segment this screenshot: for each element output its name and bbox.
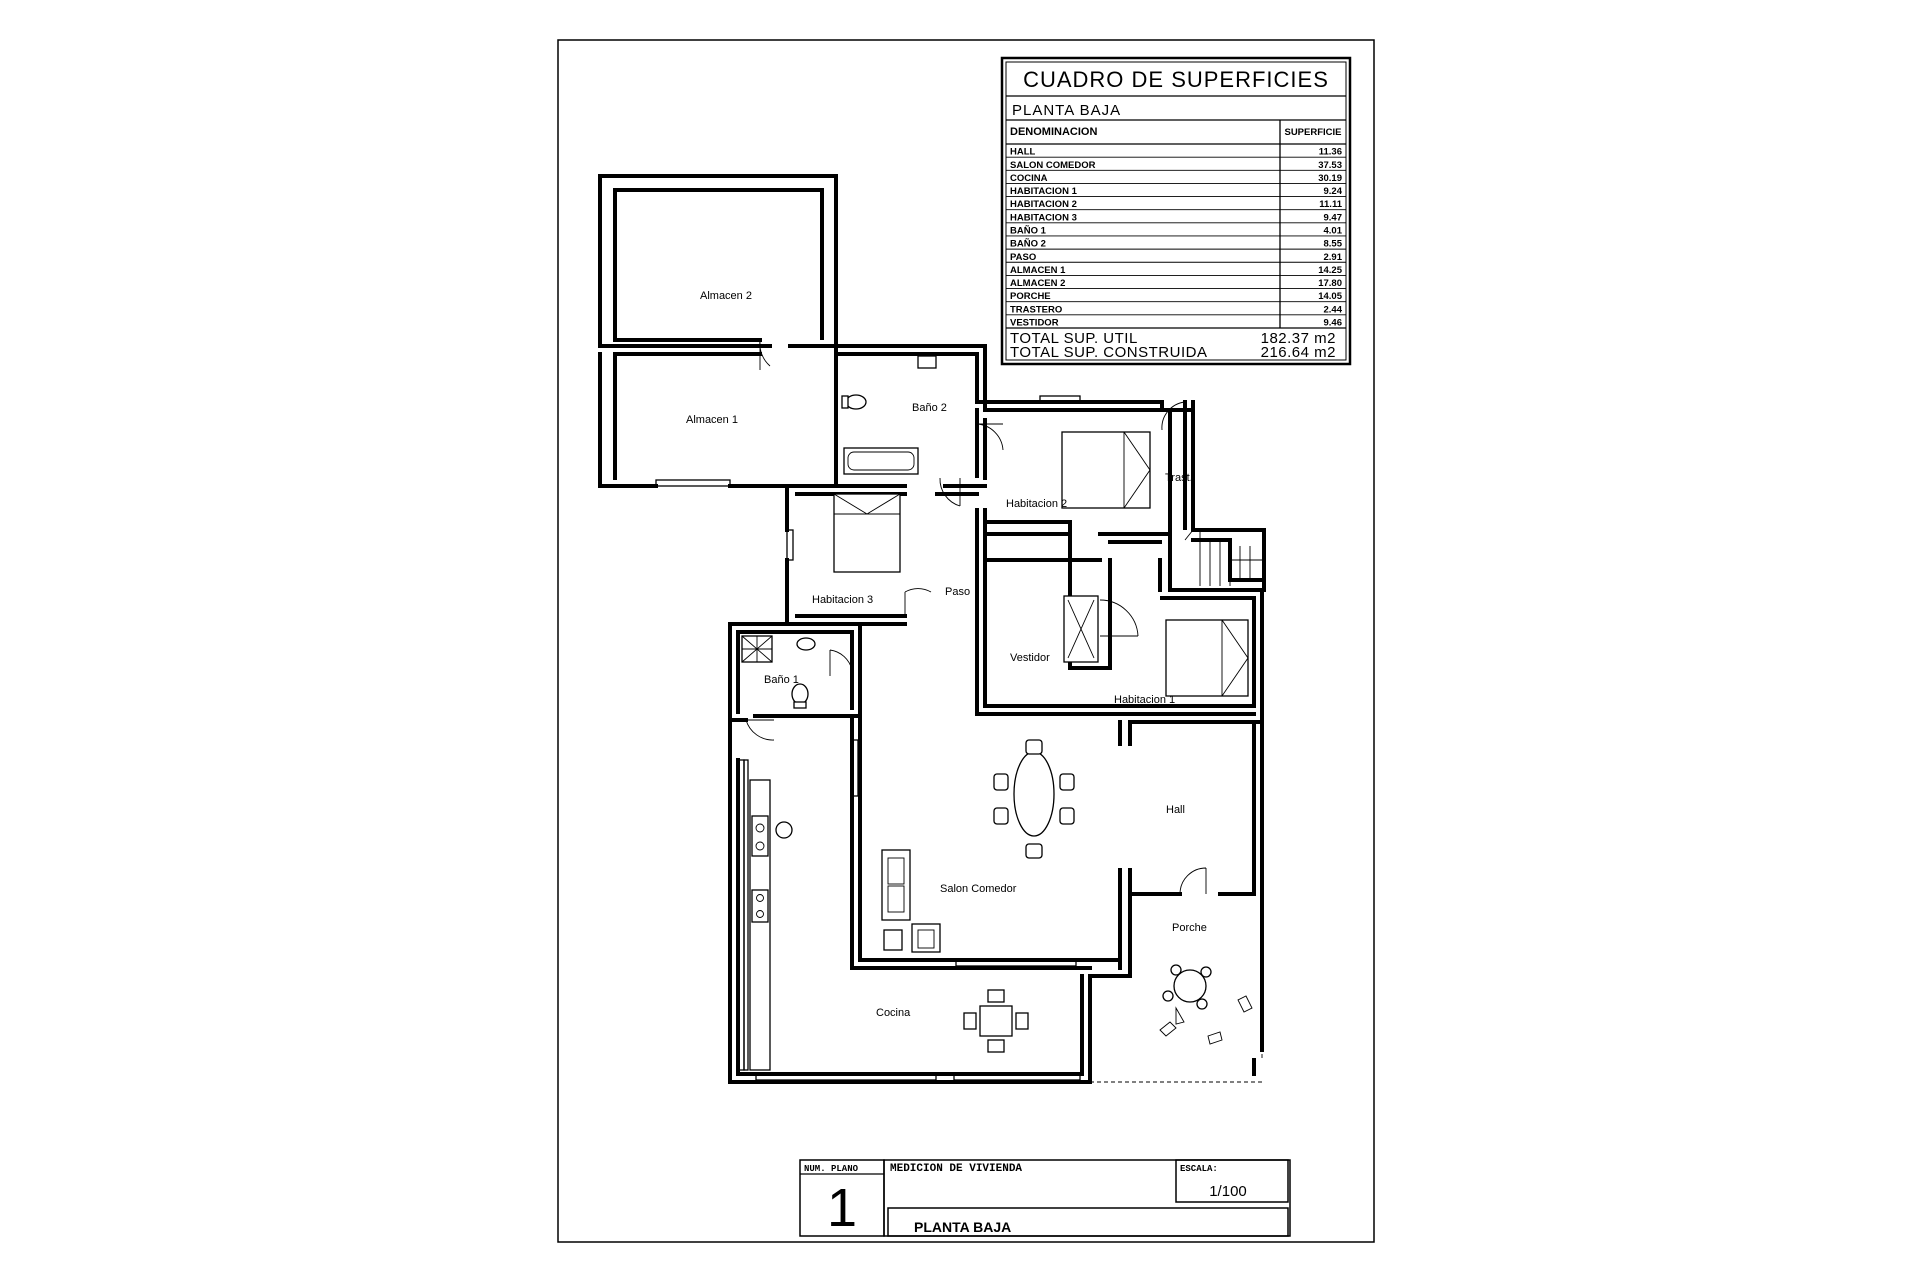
areas-table-col-name: DENOMINACION bbox=[1010, 126, 1097, 138]
windows bbox=[655, 395, 1263, 1083]
areas-table-row-area: 11.36 bbox=[1319, 147, 1342, 158]
areas-table-row-area: 9.47 bbox=[1324, 212, 1343, 223]
areas-table-row-area: 17.80 bbox=[1318, 278, 1342, 289]
num-plano: 1 bbox=[827, 1178, 857, 1238]
title-block: NUM. PLANO 1 MEDICION DE VIVIENDA ESCALA… bbox=[799, 1159, 1291, 1238]
label-porche: Porche bbox=[1172, 922, 1207, 934]
areas-table-row-name: HALL bbox=[1010, 147, 1036, 158]
areas-table-col-area: SUPERFICIE bbox=[1284, 127, 1341, 138]
areas-table-row-area: 9.46 bbox=[1324, 317, 1343, 328]
areas-table-row-name: BAÑO 2 bbox=[1010, 239, 1046, 250]
sheet-name: PLANTA BAJA bbox=[914, 1219, 1011, 1235]
room-labels: Almacen 2 Almacen 1 Baño 2 Habitacion 2 … bbox=[686, 290, 1207, 1019]
label-habitacion3: Habitacion 3 bbox=[812, 594, 873, 606]
areas-table-row-area: 37.53 bbox=[1318, 160, 1342, 171]
total-util-value: 182.37 m2 bbox=[1261, 330, 1336, 347]
areas-table-row-name: HABITACION 3 bbox=[1010, 212, 1077, 223]
doors bbox=[745, 339, 1207, 895]
label-hall: Hall bbox=[1166, 804, 1185, 816]
areas-table-row-area: 14.05 bbox=[1318, 291, 1342, 302]
areas-table-row-area: 9.24 bbox=[1324, 186, 1343, 197]
label-habitacion1: Habitacion 1 bbox=[1114, 694, 1175, 706]
label-almacen2: Almacen 2 bbox=[700, 290, 752, 302]
label-almacen1: Almacen 1 bbox=[686, 414, 738, 426]
total-util-label: TOTAL SUP. UTIL bbox=[1010, 330, 1138, 347]
furniture bbox=[741, 355, 1253, 1071]
areas-table-row-area: 14.25 bbox=[1318, 265, 1342, 276]
areas-table-row-area: 8.55 bbox=[1324, 239, 1343, 250]
areas-table-row-name: COCINA bbox=[1010, 173, 1048, 184]
label-trast: Trast. bbox=[1165, 472, 1193, 484]
areas-table-row-name: SALON COMEDOR bbox=[1010, 160, 1096, 171]
total-built-value: 216.64 m2 bbox=[1261, 344, 1336, 361]
num-plano-label: NUM. PLANO bbox=[804, 1164, 859, 1174]
areas-table-row-name: ALMACEN 2 bbox=[1010, 278, 1065, 289]
project-name: MEDICION DE VIVIENDA bbox=[890, 1163, 1022, 1175]
areas-table-row-area: 2.44 bbox=[1324, 304, 1343, 315]
areas-table-row-name: TRASTERO bbox=[1010, 304, 1062, 315]
stairs bbox=[1184, 529, 1264, 586]
label-bano2: Baño 2 bbox=[912, 402, 947, 414]
escala-label: ESCALA: bbox=[1180, 1164, 1218, 1174]
areas-table-row-name: PASO bbox=[1010, 252, 1036, 263]
areas-table-row-name: ALMACEN 1 bbox=[1010, 265, 1066, 276]
areas-table-row-area: 30.19 bbox=[1318, 173, 1342, 184]
areas-table-title: CUADRO DE SUPERFICIES bbox=[1023, 67, 1329, 92]
areas-table-row-name: VESTIDOR bbox=[1010, 317, 1059, 328]
escala-value: 1/100 bbox=[1209, 1183, 1247, 1200]
total-built-label: TOTAL SUP. CONSTRUIDA bbox=[1010, 344, 1207, 361]
areas-table-row-area: 2.91 bbox=[1324, 252, 1343, 263]
label-paso: Paso bbox=[945, 586, 970, 598]
areas-table-row-name: HABITACION 1 bbox=[1010, 186, 1078, 197]
label-bano1: Baño 1 bbox=[764, 674, 799, 686]
areas-table-row-name: HABITACION 2 bbox=[1010, 199, 1077, 210]
sheet-border bbox=[557, 39, 1375, 1243]
label-salon: Salon Comedor bbox=[940, 883, 1017, 895]
walls bbox=[598, 174, 1266, 1084]
label-cocina: Cocina bbox=[876, 1007, 911, 1019]
areas-table-row-name: PORCHE bbox=[1010, 291, 1051, 302]
areas-table-floor: PLANTA BAJA bbox=[1012, 102, 1121, 119]
areas-table-row-area: 4.01 bbox=[1324, 225, 1343, 236]
label-vestidor: Vestidor bbox=[1010, 652, 1050, 664]
areas-table-row-name: BAÑO 1 bbox=[1010, 225, 1047, 236]
label-habitacion2: Habitacion 2 bbox=[1006, 498, 1067, 510]
areas-table: CUADRO DE SUPERFICIES PLANTA BAJA DENOMI… bbox=[1000, 56, 1352, 366]
areas-table-row-area: 11.11 bbox=[1319, 199, 1342, 210]
